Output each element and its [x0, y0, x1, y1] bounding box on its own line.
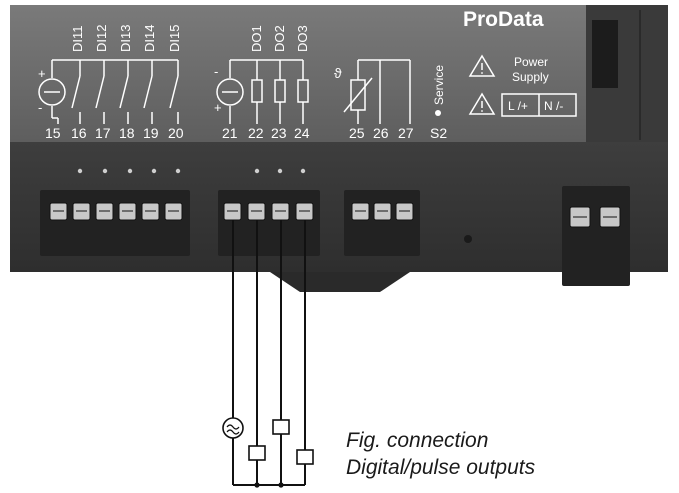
input-schematic	[38, 59, 179, 124]
led-indicator	[175, 168, 181, 174]
terminal-block-power	[562, 186, 630, 286]
external-load-components	[222, 417, 314, 465]
caption-line2: Digital/pulse outputs	[346, 456, 536, 479]
wire-junction	[278, 482, 284, 488]
output-schematic	[216, 59, 309, 124]
output-terminal-number: 22	[248, 125, 264, 141]
warning-icon	[468, 54, 496, 77]
output-plus-sign: +	[214, 100, 222, 115]
led-indicator	[300, 168, 306, 174]
led-indicator	[151, 168, 157, 174]
right-panel-slot	[592, 20, 618, 88]
service-terminal: S2	[430, 125, 447, 141]
power-terminal-l: L /+	[508, 99, 528, 113]
label-panel	[10, 5, 592, 142]
terminal-block-temperature	[344, 190, 420, 256]
input-label-2: DI12	[94, 25, 109, 52]
input-terminal-number: 18	[119, 125, 135, 141]
led-indicator	[254, 168, 260, 174]
load-resistor-24	[296, 449, 314, 465]
figure-caption: Fig. connection Digital/pulse outputs	[346, 427, 535, 481]
led-indicator	[127, 168, 133, 174]
power-supply-title-line2: Supply	[512, 70, 549, 84]
output-label-3: DO3	[295, 25, 310, 52]
input-terminal-number: 15	[45, 125, 61, 141]
temperature-terminal-number: 27	[398, 125, 414, 141]
caption-line1: Fig. connection	[346, 429, 489, 452]
output-terminal-numbers: 21 22 23 24	[222, 125, 310, 141]
input-label-5: DI15	[167, 25, 182, 52]
led-indicator	[77, 168, 83, 174]
service-label: Service	[432, 65, 446, 105]
output-minus-sign: -	[214, 64, 218, 79]
screw-slots	[53, 210, 617, 218]
input-terminal-number: 19	[143, 125, 159, 141]
temperature-symbol-icon: ϑ	[334, 65, 342, 81]
ac-wave-icon	[226, 424, 240, 435]
temperature-terminal-number: 26	[373, 125, 389, 141]
input-minus-sign: -	[38, 100, 42, 115]
input-terminal-numbers: 15 16 17 18 19 20	[45, 125, 184, 141]
external-wiring	[232, 220, 306, 486]
ac-source-icon	[222, 417, 244, 439]
output-terminal-number: 23	[271, 125, 287, 141]
temperature-terminal-number: 25	[349, 125, 365, 141]
brand-logo: ProData	[463, 8, 544, 31]
wire-junction-dots	[254, 482, 284, 488]
input-terminal-number: 16	[71, 125, 87, 141]
power-supply-section: Power Supply L /+ N /-	[468, 54, 577, 117]
temperature-terminal-numbers: 25 26 27	[349, 125, 414, 141]
device-housing	[10, 5, 668, 292]
led-indicator	[277, 168, 283, 174]
input-terminal-number: 20	[168, 125, 184, 141]
wire-junction	[254, 482, 260, 488]
input-label-3: DI13	[118, 25, 133, 52]
input-terminal-number: 17	[95, 125, 111, 141]
output-labels: DO1 DO2 DO3	[249, 25, 310, 52]
output-label-2: DO2	[272, 25, 287, 52]
power-supply-title-line1: Power	[514, 55, 548, 69]
input-labels: DI11 DI12 DI13 DI14 DI15	[70, 25, 182, 52]
output-label-1: DO1	[249, 25, 264, 52]
terminal-block-inputs	[40, 190, 190, 256]
output-terminal-number: 21	[222, 125, 238, 141]
warning-icon	[468, 92, 496, 115]
service-dot-icon	[435, 110, 441, 116]
input-label-4: DI14	[142, 25, 157, 52]
led-indicators	[77, 168, 306, 174]
input-label-1: DI11	[70, 26, 85, 53]
temperature-schematic	[343, 59, 411, 124]
input-plus-sign: +	[38, 66, 46, 81]
bottom-foot	[270, 272, 410, 292]
mounting-screw-icon	[464, 235, 472, 243]
load-resistor-22	[248, 445, 266, 461]
power-terminal-n: N /-	[544, 99, 563, 113]
led-indicator	[102, 168, 108, 174]
output-terminal-number: 24	[294, 125, 310, 141]
terminal-block-outputs	[218, 190, 320, 256]
load-resistor-23	[272, 419, 290, 435]
